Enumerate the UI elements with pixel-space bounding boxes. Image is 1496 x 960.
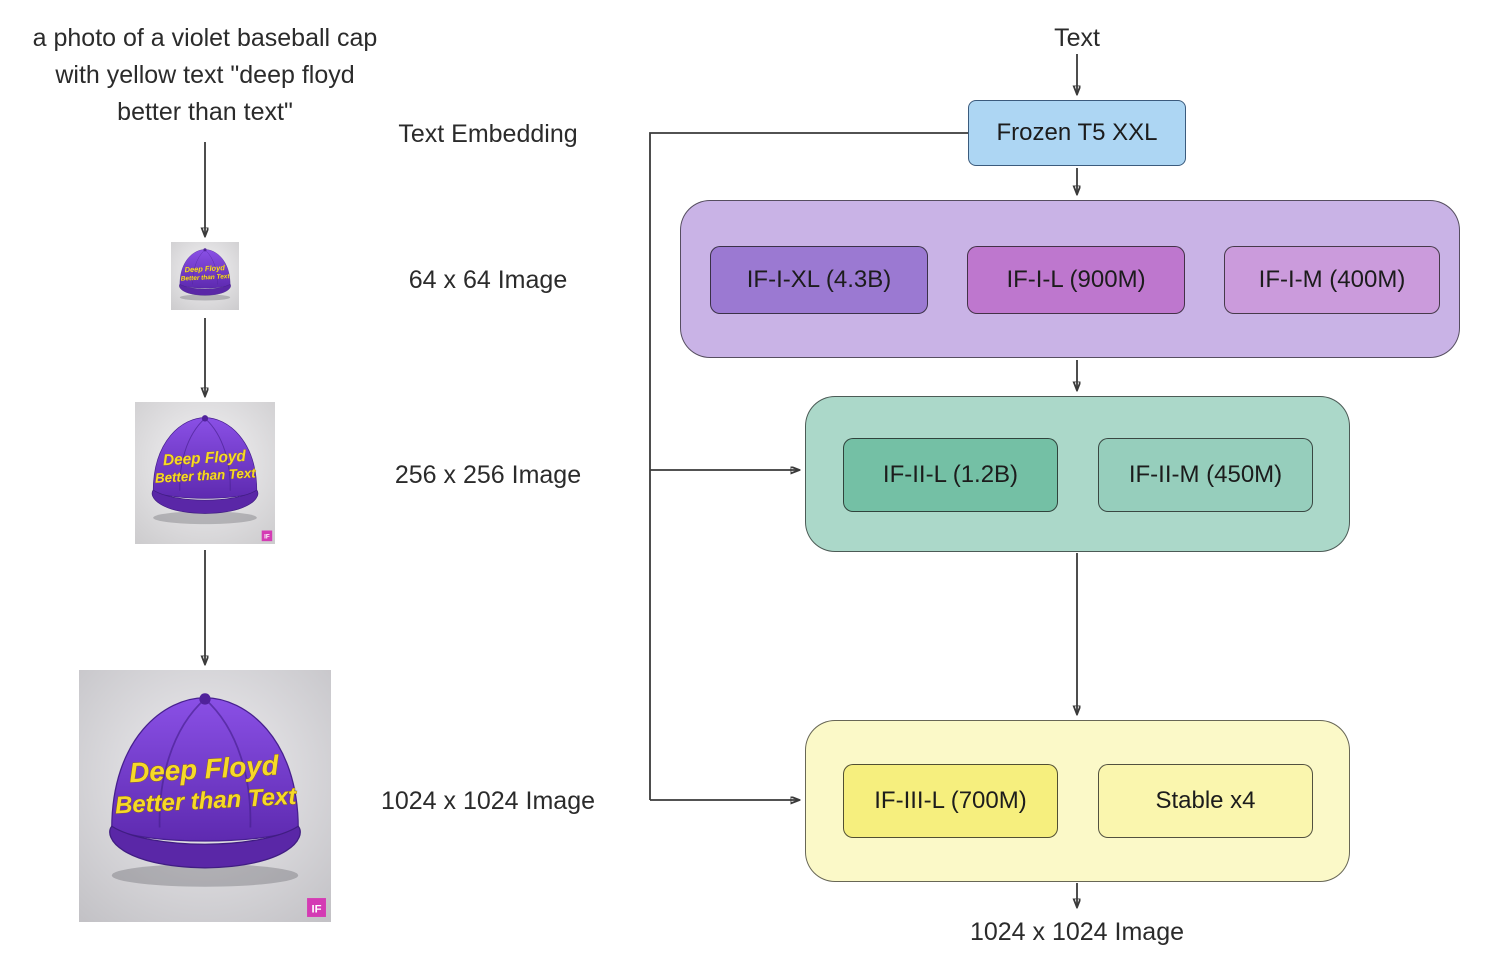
cap-shadow	[153, 511, 257, 525]
cap-text: Deep Floyd Better than Text	[114, 749, 298, 820]
label-256x256-image: 256 x 256 Image	[394, 461, 582, 489]
sample-image-256x256: Deep Floyd Better than Text IF	[135, 402, 275, 544]
if-iii-l-box: IF-III-L (700M)	[843, 764, 1058, 838]
cap-seam-left	[158, 698, 206, 828]
cap-photo-medium: Deep Floyd Better than Text IF	[135, 402, 275, 544]
cap-crown	[152, 417, 258, 499]
prompt-line-3: better than text"	[117, 98, 293, 126]
cap-seam-left	[179, 417, 206, 491]
label-64x64-image: 64 x 64 Image	[408, 266, 568, 294]
cap-button	[199, 693, 211, 705]
cap-text-line-1: Deep Floyd	[128, 749, 280, 788]
cap-seam-right	[204, 249, 218, 285]
if-watermark: IF	[307, 898, 326, 917]
cap-text: Deep Floyd Better than Text	[154, 448, 257, 486]
cap-shadow	[111, 864, 299, 887]
if-i-m-box: IF-I-M (400M)	[1224, 246, 1440, 314]
if-ii-m-box: IF-II-M (450M)	[1098, 438, 1313, 512]
label-text-embedding: Text Embedding	[398, 120, 578, 148]
cap-brim	[179, 283, 231, 296]
cap-text-line-2: Better than Text	[155, 465, 257, 485]
label-1024x1024-image: 1024 x 1024 Image	[380, 787, 596, 815]
cap-photo-small: Deep Floyd Better than Text	[171, 242, 239, 310]
watermark-text: IF	[264, 534, 270, 541]
cap-shadow	[179, 294, 231, 301]
label-output-image: 1024 x 1024 Image	[969, 918, 1185, 946]
cap-seam-left	[192, 249, 206, 285]
cap-text-line-1: Deep Floyd	[184, 263, 225, 274]
if-watermark: IF	[261, 530, 273, 542]
if-i-xl-box: IF-I-XL (4.3B)	[710, 246, 928, 314]
frozen-t5-xxl-box: Frozen T5 XXL	[968, 100, 1186, 166]
cap-brim	[151, 489, 259, 514]
watermark-square	[261, 530, 273, 542]
watermark-text: IF	[311, 904, 321, 916]
if-ii-l-box: IF-II-L (1.2B)	[843, 438, 1058, 512]
cap-text: Deep Floyd Better than Text	[180, 263, 231, 283]
cap-text-line-2: Better than Text	[181, 273, 231, 283]
cap-photo-large: Deep Floyd Better than Text IF	[79, 670, 331, 922]
if-i-l-box: IF-I-L (900M)	[967, 246, 1185, 314]
prompt-line-1: a photo of a violet baseball cap	[32, 24, 378, 52]
cap-button	[203, 248, 207, 252]
watermark-square	[307, 898, 326, 917]
cap-text-line-1: Deep Floyd	[163, 448, 247, 470]
prompt-line-2: with yellow text "deep floyd	[55, 61, 355, 89]
cap-button	[201, 415, 209, 422]
cap-crown	[179, 249, 231, 289]
sample-image-1024x1024: Deep Floyd Better than Text IF	[79, 670, 331, 922]
cap-seam-right	[204, 417, 231, 491]
cap-brim	[109, 825, 301, 869]
cap-crown	[111, 697, 299, 842]
stable-x4-box: Stable x4	[1098, 764, 1313, 838]
sample-image-64x64: Deep Floyd Better than Text	[171, 242, 239, 310]
cap-seam-right	[204, 698, 252, 828]
input-prompt: a photo of a violet baseball cap with ye…	[8, 20, 402, 131]
label-text-input: Text	[1054, 24, 1100, 52]
